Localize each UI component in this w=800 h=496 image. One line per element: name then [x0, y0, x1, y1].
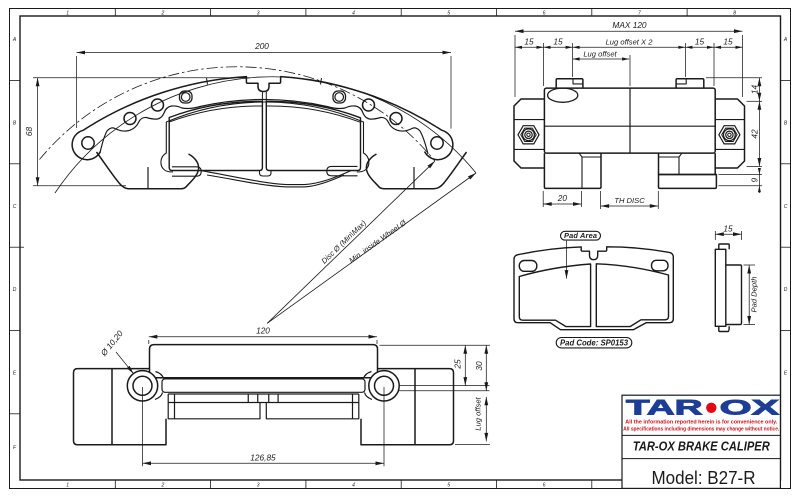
- svg-text:6: 6: [543, 482, 546, 488]
- svg-text:15: 15: [723, 37, 733, 47]
- svg-text:TAR-OX BRAKE CALIPER: TAR-OX BRAKE CALIPER: [633, 440, 770, 454]
- svg-text:30: 30: [474, 361, 484, 371]
- svg-text:Pad Area: Pad Area: [564, 231, 597, 240]
- svg-text:2: 2: [161, 482, 165, 488]
- svg-text:TAR: TAR: [626, 397, 703, 420]
- svg-text:E: E: [784, 371, 788, 377]
- svg-text:68: 68: [24, 127, 34, 137]
- svg-text:3: 3: [257, 10, 260, 16]
- svg-text:2: 2: [161, 10, 165, 16]
- svg-text:B: B: [13, 121, 17, 127]
- svg-text:MAX 120: MAX 120: [612, 20, 647, 30]
- svg-text:TH DISC: TH DISC: [614, 196, 645, 205]
- svg-text:All specifications including d: All specifications including dimensions …: [623, 426, 779, 432]
- svg-text:F: F: [13, 445, 17, 451]
- svg-text:7: 7: [638, 10, 641, 16]
- svg-text:E: E: [13, 371, 17, 377]
- svg-text:5: 5: [447, 482, 450, 488]
- svg-text:Pad Code: SP0153: Pad Code: SP0153: [560, 338, 628, 348]
- svg-text:Lug offset X 2: Lug offset X 2: [606, 37, 654, 46]
- svg-text:3: 3: [257, 482, 260, 488]
- svg-text:Pad Depth: Pad Depth: [750, 277, 759, 313]
- svg-text:15: 15: [524, 37, 534, 47]
- svg-text:Lug offset: Lug offset: [583, 49, 617, 58]
- svg-text:8: 8: [733, 10, 736, 16]
- svg-text:14: 14: [750, 85, 760, 95]
- svg-text:15: 15: [723, 224, 733, 234]
- svg-text:A: A: [12, 37, 17, 43]
- svg-text:C: C: [784, 204, 788, 210]
- svg-text:120: 120: [256, 326, 270, 336]
- svg-text:All the information reported h: All the information reported herein is f…: [625, 420, 777, 426]
- svg-text:126,85: 126,85: [250, 452, 276, 462]
- svg-text:D: D: [784, 287, 788, 293]
- svg-text:D: D: [13, 287, 17, 293]
- svg-text:1: 1: [66, 482, 69, 488]
- svg-text:20: 20: [557, 193, 568, 203]
- svg-text:1: 1: [66, 10, 69, 16]
- svg-text:15: 15: [695, 37, 705, 47]
- svg-text:Lug offset: Lug offset: [473, 396, 482, 430]
- svg-text:C: C: [13, 204, 17, 210]
- svg-text:200: 200: [254, 41, 269, 51]
- svg-text:Model: B27-R: Model: B27-R: [652, 467, 756, 488]
- svg-text:42: 42: [750, 129, 760, 139]
- svg-text:4: 4: [352, 10, 355, 16]
- svg-text:4: 4: [352, 482, 355, 488]
- svg-text:25: 25: [453, 359, 463, 370]
- svg-text:5: 5: [447, 10, 450, 16]
- svg-text:6: 6: [543, 10, 546, 16]
- svg-text:15: 15: [553, 37, 563, 47]
- svg-text:Ø 10,20: Ø 10,20: [98, 328, 125, 358]
- svg-text:A: A: [783, 37, 788, 43]
- svg-text:9: 9: [750, 178, 760, 183]
- svg-text:B: B: [784, 121, 788, 127]
- svg-text:OX: OX: [720, 397, 779, 420]
